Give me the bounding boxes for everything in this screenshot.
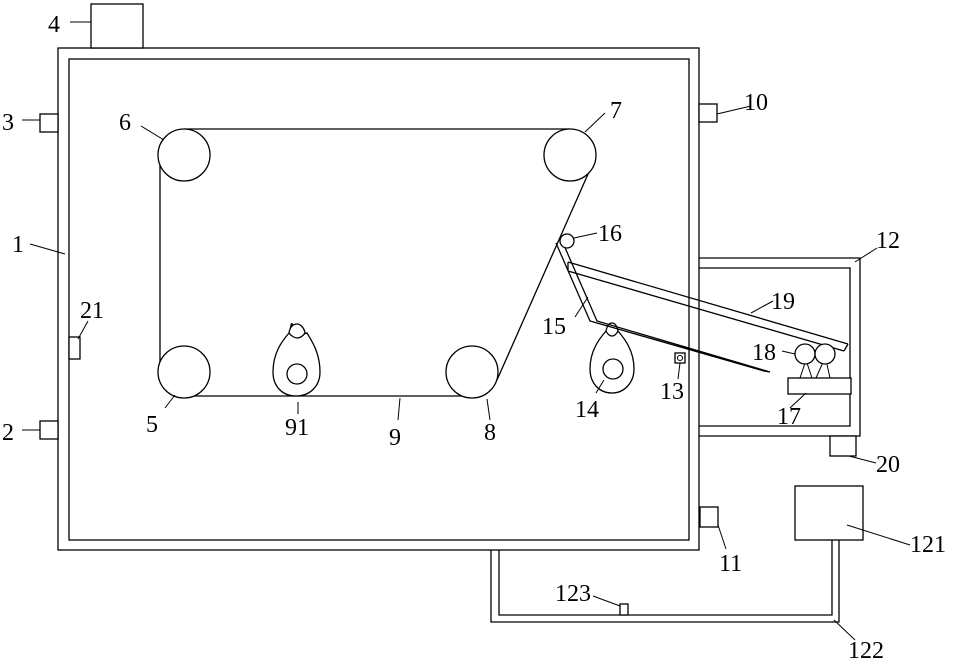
roller-6 — [158, 129, 210, 181]
port-10 — [699, 104, 717, 122]
labels: 4 3 1 21 2 6 7 10 16 12 19 15 18 13 14 1… — [2, 12, 946, 664]
label-21: 21 — [80, 298, 104, 324]
label-122: 122 — [848, 638, 884, 664]
label-10: 10 — [744, 90, 768, 116]
label-19: 19 — [771, 289, 795, 315]
support-17 — [788, 344, 851, 394]
outlet-20 — [830, 436, 856, 456]
guide-plate — [556, 243, 770, 372]
label-20: 20 — [876, 452, 900, 478]
roller-8 — [446, 346, 498, 398]
label-4: 4 — [48, 12, 60, 38]
label-17: 17 — [777, 404, 801, 430]
label-5: 5 — [146, 412, 158, 438]
label-7: 7 — [610, 98, 622, 124]
label-3: 3 — [2, 110, 14, 136]
port-3 — [40, 114, 58, 132]
label-8: 8 — [484, 420, 496, 446]
label-13: 13 — [660, 379, 684, 405]
top-outlet — [91, 4, 143, 48]
roller-18a — [795, 344, 815, 364]
part-123 — [620, 604, 628, 615]
port-11 — [700, 507, 718, 527]
label-2: 2 — [2, 420, 14, 446]
conveyor-belt — [160, 129, 596, 396]
label-18: 18 — [752, 340, 776, 366]
box-121 — [795, 486, 863, 540]
pipe-122 — [491, 540, 839, 622]
label-11: 11 — [719, 551, 742, 577]
label-6: 6 — [119, 110, 131, 136]
label-123: 123 — [555, 581, 591, 607]
part-13 — [675, 353, 685, 363]
label-121: 121 — [910, 532, 946, 558]
roller-7 — [544, 129, 596, 181]
label-16: 16 — [598, 221, 622, 247]
roller-5 — [158, 346, 210, 398]
label-14: 14 — [575, 397, 599, 423]
cam-14 — [590, 323, 634, 393]
label-91: 91 — [285, 415, 309, 441]
main-chamber — [58, 48, 699, 550]
port-2 — [40, 421, 58, 439]
label-9: 9 — [389, 425, 401, 451]
label-12: 12 — [876, 228, 900, 254]
sensor-21 — [69, 337, 80, 359]
label-15: 15 — [542, 314, 566, 340]
label-1: 1 — [12, 232, 24, 258]
cam-91 — [273, 324, 320, 396]
roller-18b — [815, 344, 835, 364]
idler-16 — [560, 234, 574, 248]
